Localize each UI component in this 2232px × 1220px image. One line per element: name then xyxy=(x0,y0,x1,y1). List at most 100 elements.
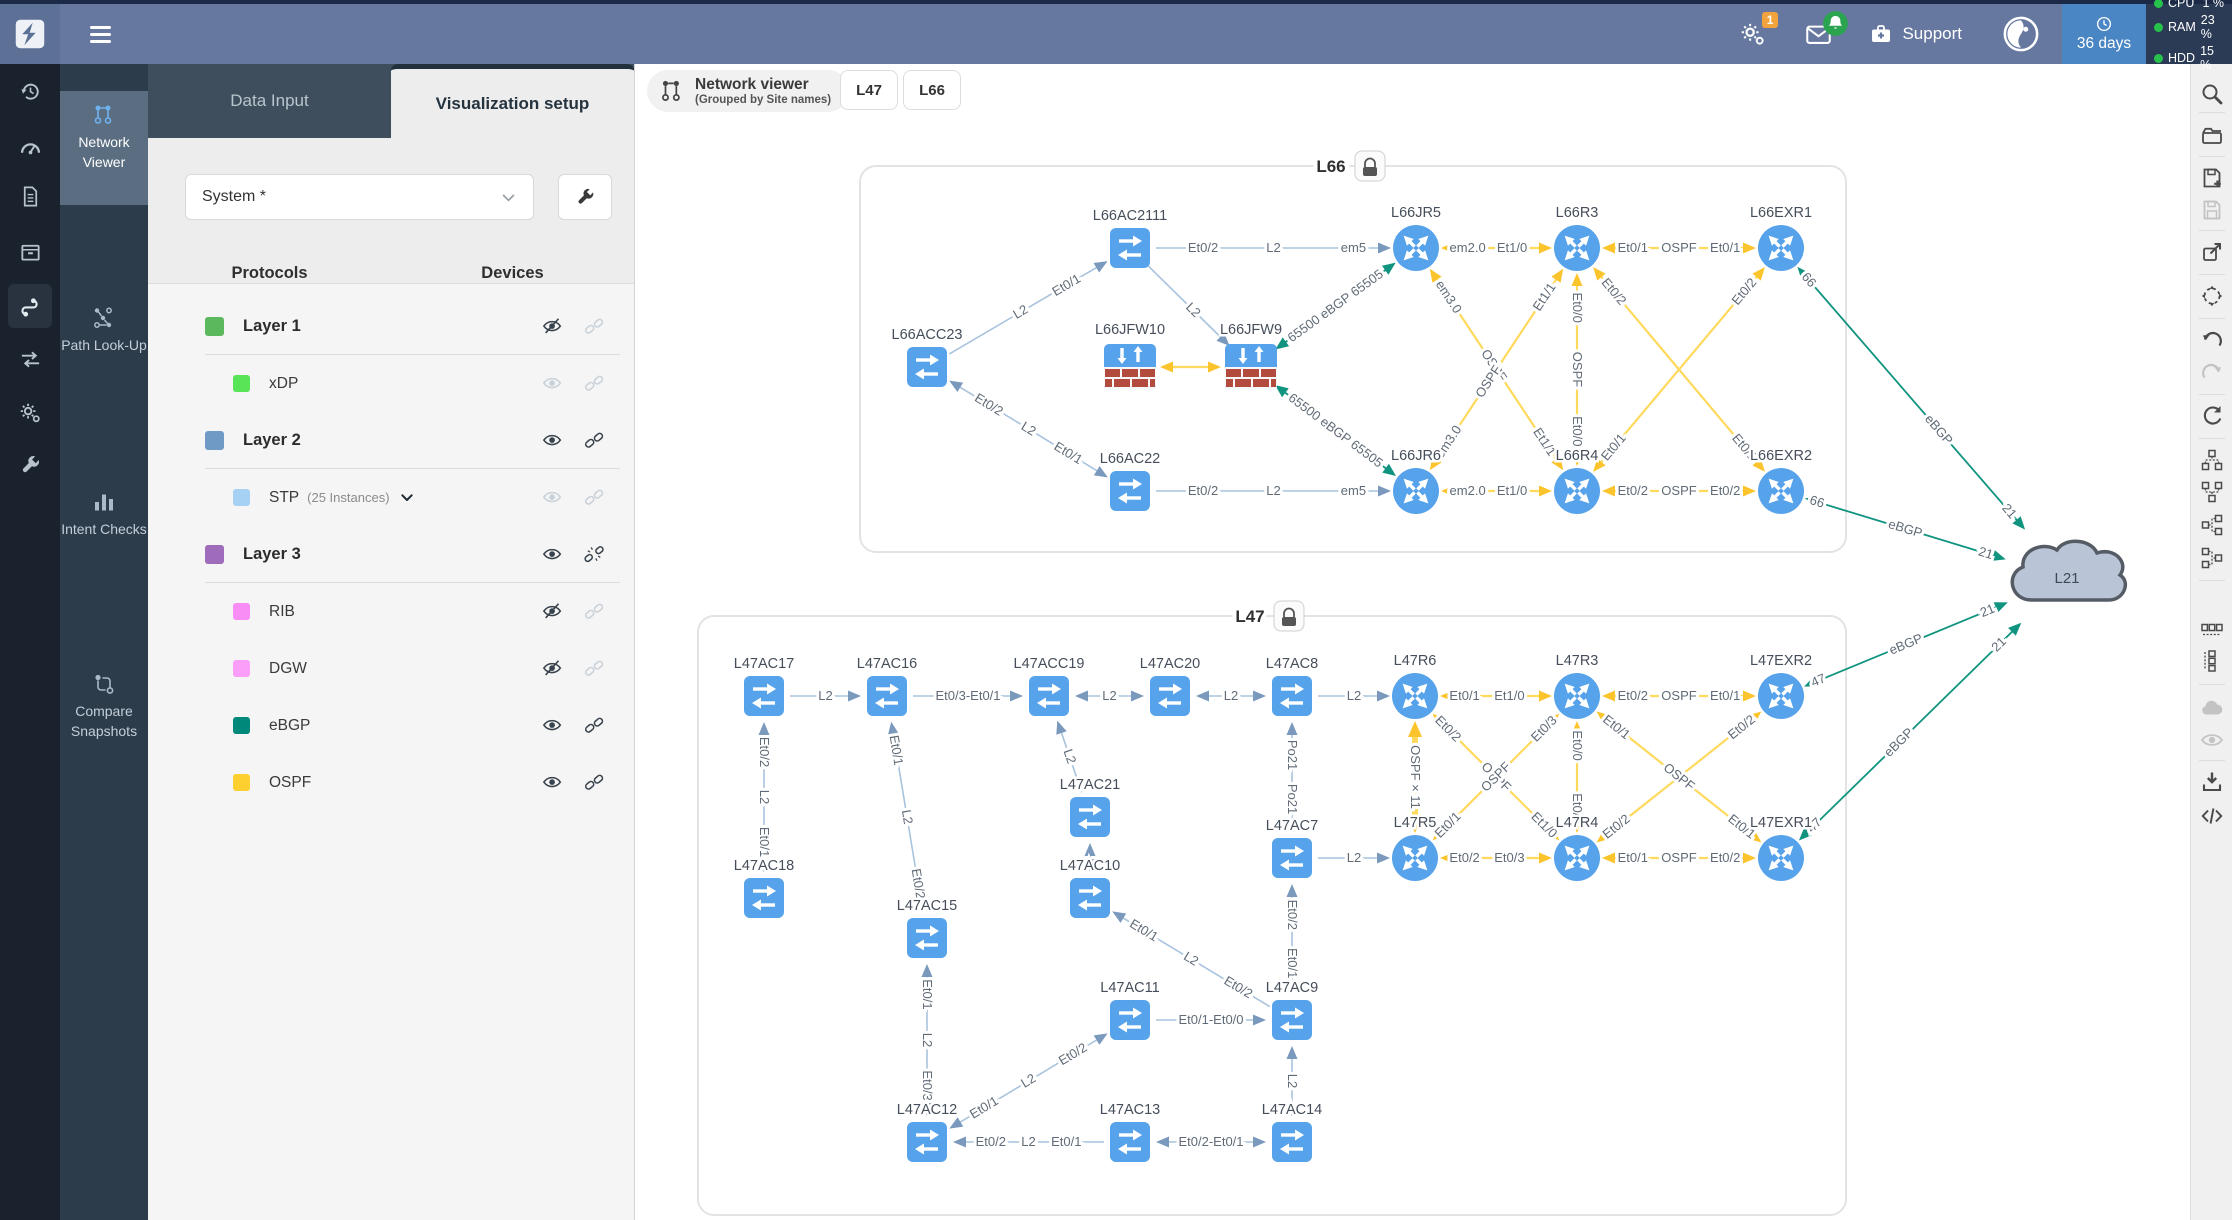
link-L66ACC23-L66AC22[interactable] xyxy=(957,385,1100,473)
node-L47AC7[interactable] xyxy=(1272,838,1312,878)
node-L47AC14[interactable] xyxy=(1272,1122,1312,1162)
rail-item-automation[interactable] xyxy=(8,391,52,435)
rail-item-diagrams[interactable] xyxy=(8,284,52,328)
node-L47AC12[interactable] xyxy=(907,1122,947,1162)
protocol-row-ospf[interactable]: OSPF xyxy=(148,754,634,811)
node-L47R6[interactable] xyxy=(1392,673,1438,719)
view-chip[interactable]: Network viewer (Grouped by Site names) xyxy=(647,70,850,112)
link-L66EXR1-L21[interactable] xyxy=(1803,273,2020,523)
link-icon[interactable] xyxy=(584,601,606,623)
protocol-row-stp[interactable]: STP(25 Instances) xyxy=(148,469,634,526)
link-L47R4-L47EXR2[interactable] xyxy=(1603,716,1755,838)
visibility-eye-icon[interactable] xyxy=(542,430,564,452)
site-group-L47[interactable] xyxy=(697,615,1847,1216)
toolbar-download-image-icon[interactable] xyxy=(2200,770,2224,794)
link-L47EXR1-L21[interactable] xyxy=(1805,629,2015,835)
tab-data-input[interactable]: Data Input xyxy=(230,91,309,110)
support-button[interactable]: Support xyxy=(1869,22,1962,46)
protocol-row-layer-3[interactable]: Layer 3 xyxy=(148,526,634,583)
nav-item-network-viewer[interactable]: Network Viewer xyxy=(60,91,148,205)
nav-item-path-look-up[interactable]: Path Look-Up xyxy=(60,294,148,390)
link-L66EXR2-L21[interactable] xyxy=(1814,500,1997,558)
link-icon[interactable] xyxy=(584,772,606,794)
tab-protocols[interactable]: Protocols xyxy=(231,264,308,282)
link-L66JR6-L66R3[interactable] xyxy=(1434,276,1559,463)
toolbar-search-icon[interactable] xyxy=(2200,82,2224,106)
node-L66EXR2[interactable] xyxy=(1758,468,1804,514)
node-L21[interactable] xyxy=(2010,539,2128,602)
rail-item-inventory[interactable] xyxy=(8,229,52,273)
node-L47AC10[interactable] xyxy=(1070,878,1110,918)
link-icon[interactable] xyxy=(584,430,606,452)
visibility-eye-icon[interactable] xyxy=(542,487,564,509)
rail-item-dashboard[interactable] xyxy=(8,125,52,169)
node-L66AC22[interactable] xyxy=(1110,471,1150,511)
toolbar-fit-view-icon[interactable] xyxy=(2200,284,2224,308)
toolbar-embed-code-icon[interactable] xyxy=(2200,804,2224,828)
node-L66JFW9[interactable] xyxy=(1225,344,1277,390)
toolbar-layout-tree-down-icon[interactable] xyxy=(2200,480,2224,504)
rail-item-settings[interactable] xyxy=(8,443,52,487)
link-L66ACC23-L66AC2111[interactable] xyxy=(948,265,1100,355)
link-L47AC21-L47ACC19[interactable] xyxy=(1059,729,1083,793)
node-L47AC17[interactable] xyxy=(744,676,784,716)
link-broken-icon[interactable] xyxy=(584,544,606,566)
node-L47AC11[interactable] xyxy=(1110,1000,1150,1040)
link-L47EXR2-L21[interactable] xyxy=(1813,605,1999,684)
node-L47EXR1[interactable] xyxy=(1758,835,1804,881)
tab-visualization-setup[interactable]: Visualization setup xyxy=(391,64,634,138)
protocol-row-xdp[interactable]: xDP xyxy=(148,355,634,412)
toolbar-undo-icon[interactable] xyxy=(2200,328,2224,352)
link-L47AC12-L47AC11[interactable] xyxy=(957,1037,1100,1125)
node-L47AC20[interactable] xyxy=(1150,676,1190,716)
node-L47ACC19[interactable] xyxy=(1029,676,1069,716)
visibility-eyeoff-icon[interactable] xyxy=(542,658,564,680)
node-L47EXR2[interactable] xyxy=(1758,673,1804,719)
toolbar-reload-layout-icon[interactable] xyxy=(2200,404,2224,428)
protocol-row-layer-1[interactable]: Layer 1 xyxy=(148,298,634,355)
node-L66EXR1[interactable] xyxy=(1758,225,1804,271)
node-L66JFW10[interactable] xyxy=(1104,344,1156,390)
nav-item-compare-snapshots[interactable]: Compare Snapshots xyxy=(60,660,148,760)
protocol-row-ebgp[interactable]: eBGP xyxy=(148,697,634,754)
link-icon[interactable] xyxy=(584,658,606,680)
link-L66JR6-L66JFW9[interactable] xyxy=(1282,390,1389,471)
settings-gears-icon[interactable]: 1 xyxy=(1740,11,1779,48)
chevron-down-icon[interactable] xyxy=(399,490,415,506)
toolbar-layout-left-icon[interactable] xyxy=(2200,513,2224,537)
link-L66JR5-L66JFW9[interactable] xyxy=(1282,267,1389,345)
site-tab-l66[interactable]: L66 xyxy=(903,70,961,110)
node-L66R4[interactable] xyxy=(1554,468,1600,514)
visibility-eye-icon[interactable] xyxy=(542,544,564,566)
menu-button[interactable] xyxy=(86,18,115,51)
protocol-row-layer-2[interactable]: Layer 2 xyxy=(148,412,634,469)
nav-item-intent-checks[interactable]: Intent Checks xyxy=(60,478,148,576)
node-L47AC15[interactable] xyxy=(907,918,947,958)
node-L66JR5[interactable] xyxy=(1393,225,1439,271)
link-L66AC2111-L66JFW9[interactable] xyxy=(1147,265,1224,340)
site-group-lock-button-L66[interactable] xyxy=(1354,150,1386,182)
ipfabric-logo-icon[interactable] xyxy=(2002,15,2040,53)
node-L47R5[interactable] xyxy=(1392,835,1438,881)
visibility-eyeoff-icon[interactable] xyxy=(542,316,564,338)
node-L47AC9[interactable] xyxy=(1272,1000,1312,1040)
toolbar-share-export-icon[interactable] xyxy=(2200,240,2224,264)
system-select[interactable]: System * xyxy=(185,174,534,220)
node-L47AC21[interactable] xyxy=(1070,797,1110,837)
toolbar-open-view-icon[interactable] xyxy=(2200,124,2224,148)
link-L47AC9-L47AC10[interactable] xyxy=(1120,915,1271,1008)
node-L47AC18[interactable] xyxy=(744,878,784,918)
link-icon[interactable] xyxy=(584,373,606,395)
tab-devices[interactable]: Devices xyxy=(481,264,544,282)
visibility-eye-icon[interactable] xyxy=(542,772,564,794)
visibility-eyeoff-icon[interactable] xyxy=(542,601,564,623)
toolbar-layout-vertical-icon[interactable] xyxy=(2200,649,2224,673)
app-logo[interactable] xyxy=(0,4,60,64)
toolbar-layout-horizontal-icon[interactable] xyxy=(2200,616,2224,640)
site-group-L66[interactable] xyxy=(859,165,1847,553)
toolbar-save-as-new-icon[interactable] xyxy=(2200,166,2224,190)
rail-item-interface-transfers[interactable] xyxy=(8,337,52,381)
link-L66R4-L66EXR1[interactable] xyxy=(1598,274,1760,465)
visibility-eye-icon[interactable] xyxy=(542,715,564,737)
